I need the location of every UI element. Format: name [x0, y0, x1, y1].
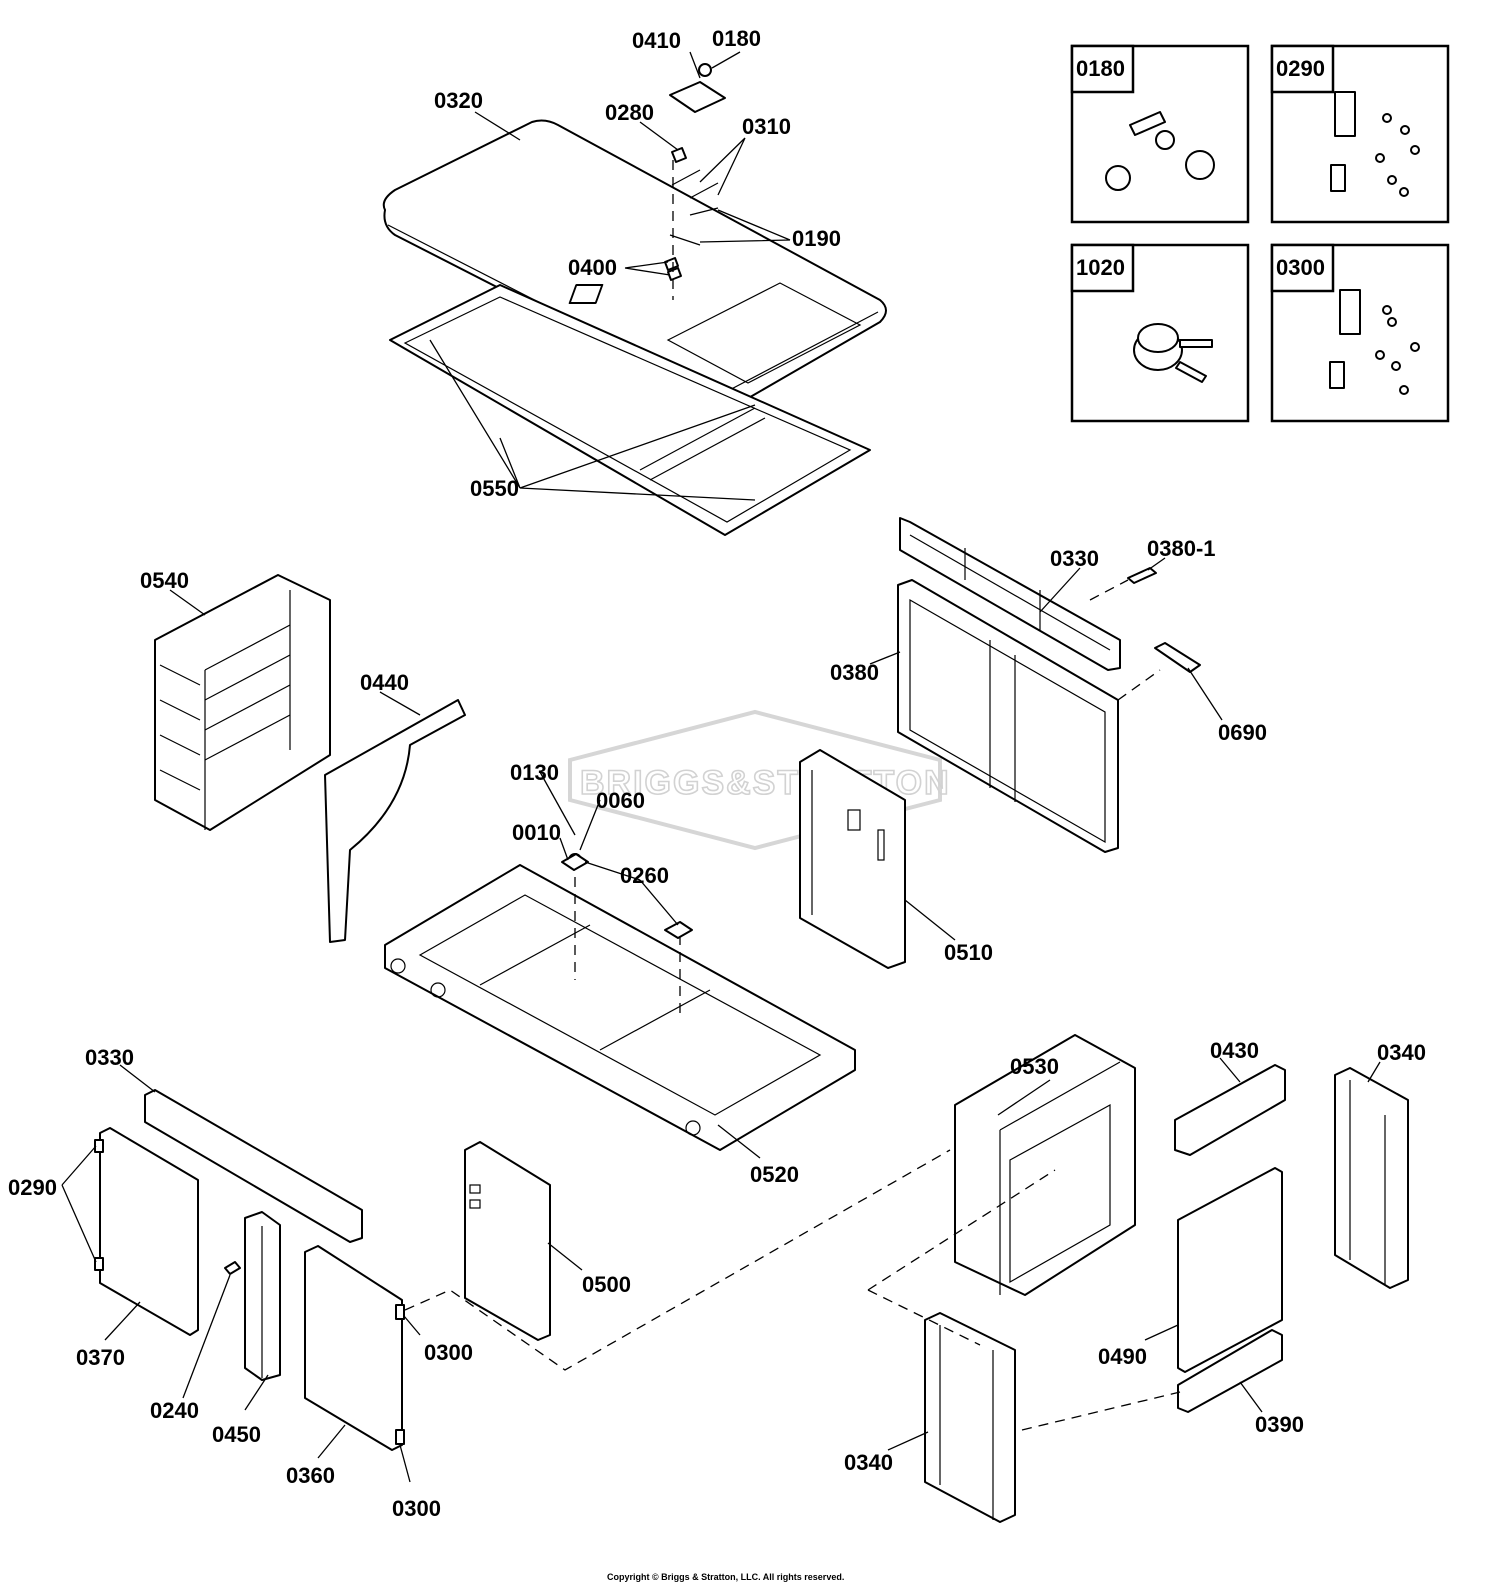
callout-0330-lower: 0330 — [85, 1045, 134, 1070]
callout-0370: 0370 — [76, 1345, 125, 1370]
callout-0540: 0540 — [140, 568, 189, 593]
callout-0340-lower: 0340 — [844, 1450, 893, 1475]
callout-0300-lower: 0300 — [392, 1496, 441, 1521]
callout-0500: 0500 — [582, 1272, 631, 1297]
callout-0060: 0060 — [596, 788, 645, 813]
part-0390-base-rail — [1177, 1329, 1283, 1413]
callout-0240: 0240 — [150, 1398, 199, 1423]
part-0540-side-rack — [154, 574, 331, 831]
part-0510-vent-panel — [799, 749, 906, 969]
callout-labels: 0410 0180 0320 0280 0310 0190 0400 0550 … — [8, 26, 1426, 1521]
detail-label-1020: 1020 — [1076, 255, 1125, 280]
callout-0280: 0280 — [605, 100, 654, 125]
part-0330-rail-top — [899, 517, 1121, 671]
assembly-guide-line-handle — [1117, 669, 1161, 701]
callout-0300-upper: 0300 — [424, 1340, 473, 1365]
callout-0530: 0530 — [1010, 1054, 1059, 1079]
part-0370-door-left — [94, 1127, 199, 1336]
part-0380-door-frame — [897, 579, 1119, 853]
callout-0340-upper: 0340 — [1377, 1040, 1426, 1065]
assembly-guide-line-left — [404, 1149, 951, 1371]
callout-0400: 0400 — [568, 255, 617, 280]
callout-0520: 0520 — [750, 1162, 799, 1187]
parts-lock-assembly-top — [664, 63, 726, 300]
callout-0380-1: 0380-1 — [1147, 536, 1216, 561]
detail-label-0290: 0290 — [1276, 56, 1325, 81]
detail-label-0300: 0300 — [1276, 255, 1325, 280]
callout-0440: 0440 — [360, 670, 409, 695]
detail-box-0290: 0290 — [1270, 44, 1450, 224]
part-0520-base-frame — [384, 853, 856, 1151]
part-0340-upright-bottom — [924, 1312, 1016, 1523]
callout-0550: 0550 — [470, 476, 519, 501]
part-0330-rail-lower — [144, 1089, 363, 1243]
callout-0010: 0010 — [512, 820, 561, 845]
callout-0190: 0190 — [792, 226, 841, 251]
callout-0430: 0430 — [1210, 1038, 1259, 1063]
callout-0360: 0360 — [286, 1463, 335, 1488]
detail-box-0300: 0300 — [1270, 243, 1450, 423]
part-0340-upright-top — [1334, 1067, 1409, 1289]
callout-0390: 0390 — [1255, 1412, 1304, 1437]
part-0690-handle — [1154, 642, 1201, 673]
callout-0290: 0290 — [8, 1175, 57, 1200]
assembly-guide-line-right-c — [1021, 1391, 1181, 1431]
part-0440-bracket — [324, 699, 466, 943]
part-0490-door — [1177, 1167, 1283, 1373]
callout-0380: 0380 — [830, 660, 879, 685]
leader-lines — [61, 51, 1381, 1483]
detail-box-1020: 1020 — [1070, 243, 1250, 423]
callout-0180: 0180 — [712, 26, 761, 51]
part-0450-post — [244, 1211, 281, 1381]
callout-0330-upper: 0330 — [1050, 546, 1099, 571]
part-0530-enclosure — [954, 1034, 1136, 1296]
part-0380-1-latch — [1127, 567, 1157, 584]
copyright-notice: Copyright © Briggs & Stratton, LLC. All … — [607, 1572, 844, 1582]
part-0240-latch — [224, 1261, 241, 1275]
callout-0130: 0130 — [510, 760, 559, 785]
assembly-guide-line-right-a — [867, 1169, 1056, 1291]
part-0500-panel — [464, 1141, 551, 1341]
callout-0410: 0410 — [632, 28, 681, 53]
part-0360-door-right — [304, 1245, 405, 1451]
part-0430-rail — [1174, 1064, 1286, 1156]
assembly-guide-line-latch — [1089, 579, 1129, 601]
callout-0310: 0310 — [742, 114, 791, 139]
detail-label-0180: 0180 — [1076, 56, 1125, 81]
callout-0260: 0260 — [620, 863, 669, 888]
callout-0510: 0510 — [944, 940, 993, 965]
detail-box-0180: 0180 — [1070, 44, 1250, 224]
callout-0690: 0690 — [1218, 720, 1267, 745]
callout-0490: 0490 — [1098, 1344, 1147, 1369]
callout-0320: 0320 — [434, 88, 483, 113]
part-0550-gasket — [389, 284, 871, 536]
assembly-guide-line-right-b — [867, 1289, 981, 1346]
callout-0450: 0450 — [212, 1422, 261, 1447]
